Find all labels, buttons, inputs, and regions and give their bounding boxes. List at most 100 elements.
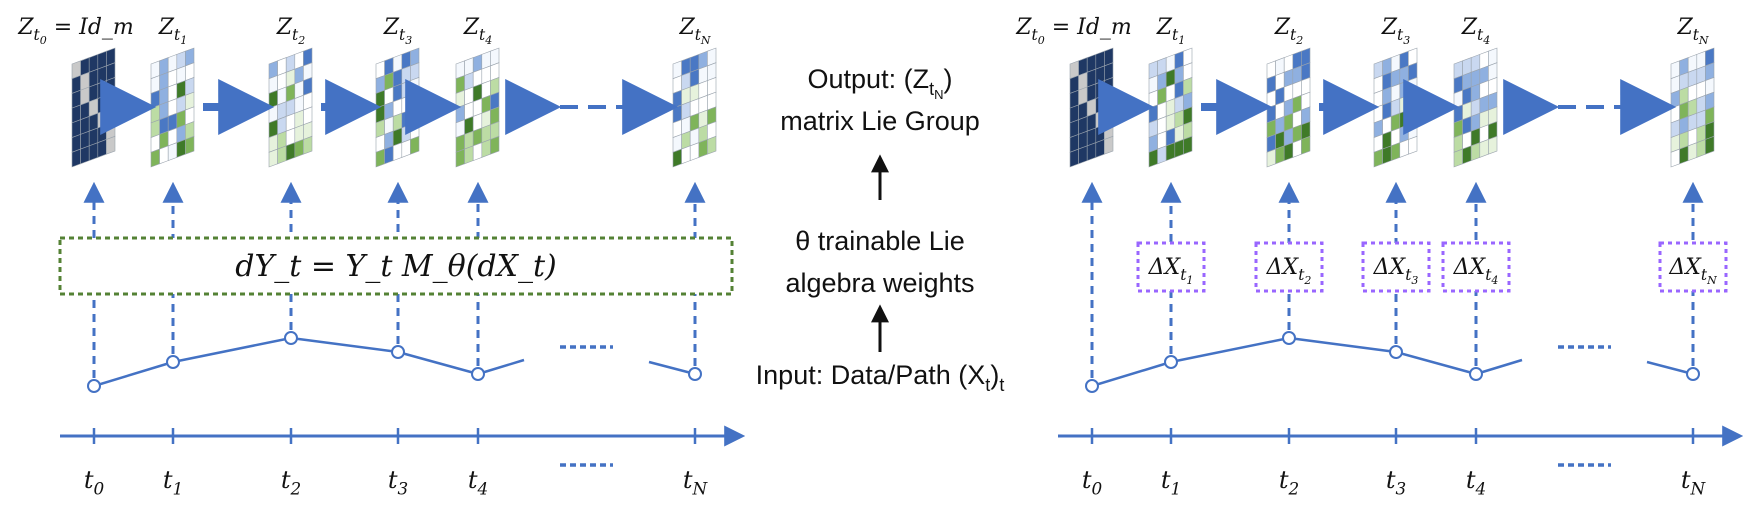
left-matrix-cell (375, 148, 385, 168)
left-matrix-cell (285, 142, 296, 162)
left-matrix-cell (294, 139, 304, 158)
left-path-node (284, 331, 298, 345)
right-matrix-cell (1679, 145, 1689, 165)
left-matrix-label-0: Zt0 = Id_m (17, 15, 134, 47)
left-matrix-cell (97, 139, 107, 158)
right-time-label-2: t2 (1279, 466, 1299, 499)
increment-label-3: ΔXt3 (1373, 255, 1419, 287)
right-matrix-cell (1275, 145, 1285, 165)
left-path-segment (648, 360, 696, 376)
increment-label-1: ΔXt1 (1148, 255, 1194, 287)
left-time-label-4: t4 (468, 466, 488, 499)
right-matrix-cell (1095, 139, 1105, 158)
left-matrix-cell (176, 139, 186, 158)
increment-label-2: ΔXt2 (1266, 255, 1312, 287)
right-time-label-0: t0 (1082, 466, 1103, 499)
left-matrix-label-3: Zt3 (383, 15, 412, 47)
right-matrix-cell (1069, 148, 1079, 168)
left-matrix-cell (384, 145, 394, 165)
right-path-segment (1091, 360, 1172, 388)
right-matrix-cell (1301, 135, 1311, 155)
right-matrix-cell (1488, 135, 1498, 155)
weights-label: θ trainable Lie (795, 226, 965, 256)
left-matrix (71, 47, 116, 168)
right-matrix-label-1: Zt1 (1156, 15, 1185, 47)
left-matrix-cell (401, 139, 411, 158)
left-path-segment (397, 350, 479, 376)
right-matrix-cell (1670, 148, 1680, 168)
right-matrix-cell (1086, 142, 1097, 162)
left-path-node (166, 355, 180, 369)
left-matrix-cell (106, 135, 116, 155)
right-matrix-cell (1165, 142, 1176, 162)
left-matrix (375, 47, 420, 168)
left-matrix-cell (455, 148, 465, 168)
right-matrix-cell (1292, 139, 1302, 158)
left-matrix-cell (681, 145, 691, 165)
right-time-label-3: t3 (1386, 466, 1406, 499)
left-matrix-cell (71, 148, 81, 168)
left-time-label-3: t3 (388, 466, 408, 499)
right-matrix-cell (1174, 139, 1184, 158)
right-matrix-cell (1696, 139, 1706, 158)
left-matrix-cell (167, 142, 178, 162)
increment-label-5: ΔXtN (1668, 255, 1717, 287)
left-time-label-1: t1 (163, 466, 183, 499)
right-time-label-4: t4 (1466, 466, 1486, 499)
left-time-label-0: t0 (84, 466, 105, 499)
right-matrix-cell (1390, 142, 1401, 162)
right-matrix (1148, 47, 1193, 168)
right-matrix-cell (1408, 135, 1418, 155)
left-time-label-2: t2 (281, 466, 301, 499)
right-path-node (1085, 379, 1099, 393)
left-matrix-cell (698, 139, 708, 158)
right-matrix-cell (1705, 135, 1715, 155)
right-path-segment (1395, 350, 1477, 376)
left-matrix-cell (472, 142, 483, 162)
left-path-node (87, 379, 101, 393)
equation-box (58, 236, 734, 296)
left-matrix (672, 47, 717, 168)
right-matrix-cell (1148, 148, 1158, 168)
left-matrix-cell (88, 142, 99, 162)
left-matrix-cell (159, 145, 169, 165)
weights-label-2: algebra weights (785, 268, 974, 298)
right-matrix-cell (1157, 145, 1167, 165)
right-matrix (1453, 47, 1498, 168)
left-path-node (471, 367, 485, 381)
right-matrix-cell (1382, 145, 1392, 165)
left-matrix-cell (464, 145, 474, 165)
right-path-segment (1475, 358, 1523, 376)
right-matrix-label-4: Zt4 (1461, 15, 1490, 47)
right-matrix-cell (1078, 145, 1088, 165)
right-path (1085, 331, 1700, 393)
input-label: Input: Data/Path (Xt)t (756, 360, 1005, 395)
left-matrix-cell (481, 139, 491, 158)
right-matrix-cell (1453, 148, 1463, 168)
left-matrix-cell (392, 142, 403, 162)
right-matrix-cell (1104, 135, 1114, 155)
right-matrix-cell (1373, 148, 1383, 168)
increment-box-5 (1658, 241, 1728, 293)
right-path-node (1389, 345, 1403, 359)
left-matrix-cell (707, 135, 717, 155)
right-matrix-cell (1462, 145, 1472, 165)
right-matrix-cell (1283, 142, 1294, 162)
left-matrix-label-1: Zt1 (158, 15, 187, 47)
right-matrix (1373, 47, 1418, 168)
right-path-node (1164, 355, 1178, 369)
right-path-node (1282, 331, 1296, 345)
left-matrix (268, 47, 313, 168)
right-matrix-cell (1479, 139, 1489, 158)
equation-text: dY_t = Y_t M_θ(dX_t) (235, 249, 556, 284)
output-type-label: matrix Lie Group (780, 106, 980, 136)
right-time-label-5: tN (1681, 466, 1707, 499)
left-path-node (391, 345, 405, 359)
left-matrix (455, 47, 500, 168)
left-path-segment (93, 360, 174, 388)
left-matrix (150, 47, 195, 168)
left-matrix-cell (672, 148, 682, 168)
right-matrix (1069, 47, 1114, 168)
